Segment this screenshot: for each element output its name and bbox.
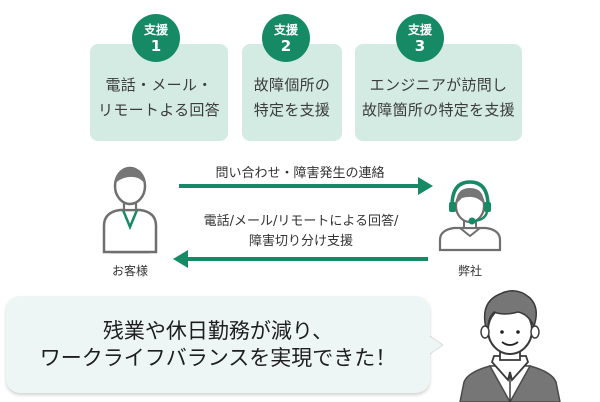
badge-number: 3 xyxy=(414,36,426,55)
testimonial-line: ワークライフバランスを実現できた！ xyxy=(39,345,397,370)
support-text-line: リモートよる回答 xyxy=(98,100,220,119)
arrow-left-icon xyxy=(173,250,428,268)
speech-bubble-tail xyxy=(420,330,444,360)
badge-label: 支援 xyxy=(143,22,168,37)
company-label: 弊社 xyxy=(457,264,482,278)
inquiry-flow-label: 問い合わせ・障害発生の連絡 xyxy=(215,166,385,181)
support-text-line: 特定を支援 xyxy=(253,100,331,119)
badge-number: 2 xyxy=(280,36,292,55)
badge-label: 支援 xyxy=(273,22,298,37)
customer-person-icon xyxy=(102,166,158,254)
response-flow-label: 電話/メール/リモートによる回答/ 障害切り分け支援 xyxy=(176,212,426,252)
support-badge-3: 支援 3 xyxy=(396,14,444,62)
smiling-man-icon xyxy=(459,290,561,402)
support-badge-1: 支援 1 xyxy=(132,14,180,62)
support-text-line: 故障個所の xyxy=(253,75,331,94)
badge-label: 支援 xyxy=(407,22,432,37)
testimonial-line: 残業や休日勤務が減り、 xyxy=(102,318,334,343)
customer-label: お客様 xyxy=(111,264,148,278)
testimonial-speech-bubble: 残業や休日勤務が減り、 ワークライフバランスを実現できた！ xyxy=(6,296,430,393)
arrow-right-icon xyxy=(179,177,433,195)
support-box-2: 故障個所の 特定を支援 xyxy=(242,44,342,141)
support-operator-headset-icon xyxy=(438,180,502,252)
support-text-line: エンジニアが訪問し xyxy=(369,75,508,94)
response-flow-line: 電話/メール/リモートによる回答/ xyxy=(203,214,399,229)
badge-number: 1 xyxy=(150,36,162,55)
support-text-line: 故障箇所の特定を支援 xyxy=(361,100,515,119)
support-badge-2: 支援 2 xyxy=(262,14,310,62)
support-box-3: エンジニアが訪問し 故障箇所の特定を支援 xyxy=(355,44,522,141)
support-text-line: 電話・メール・ xyxy=(105,75,213,94)
response-flow-line: 障害切り分け支援 xyxy=(248,234,353,249)
